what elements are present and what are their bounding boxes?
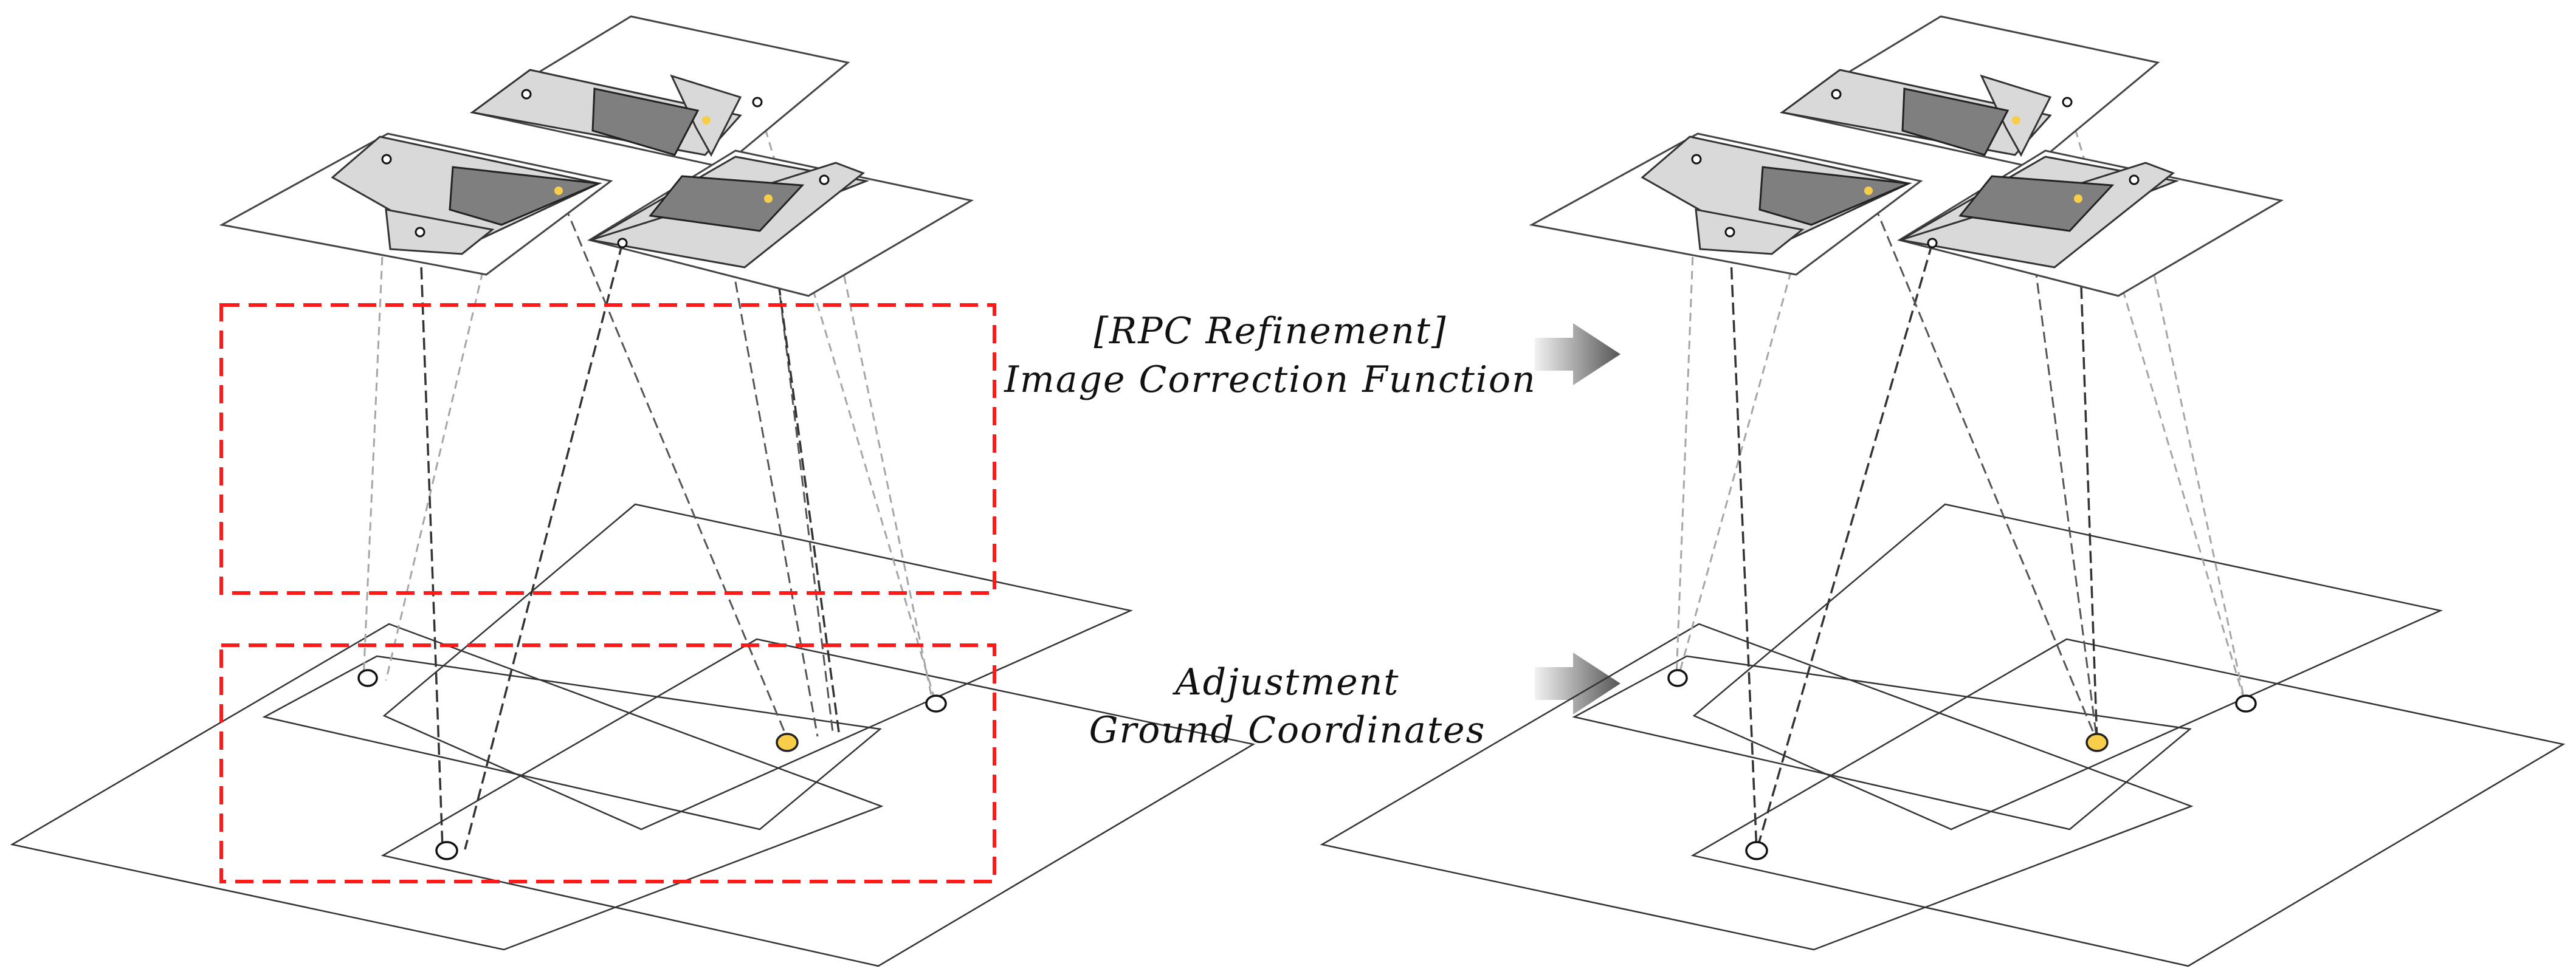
image-correction-function-label: Image Correction Function — [1004, 358, 1537, 401]
ground-coordinates-label: Ground Coordinates — [1089, 709, 1486, 752]
projection-rays-left — [362, 101, 936, 850]
right-panel — [1321, 15, 2564, 967]
rpc-refinement-label: [RPC Refinement] — [1094, 310, 1447, 352]
ground-point — [1667, 669, 1688, 687]
center-labels: [RPC Refinement] Image Correction Functi… — [1004, 310, 1620, 752]
ground-point — [435, 841, 458, 860]
ground-planes-left — [11, 503, 1255, 967]
image-correction-highlight-box — [219, 303, 996, 595]
image-stack-right — [1531, 15, 2282, 297]
adjustment-label: Adjustment — [1172, 661, 1399, 704]
ground-adjustment-highlight-box — [219, 643, 996, 883]
ground-point — [2235, 694, 2257, 713]
right-arrow-icon — [1535, 323, 1620, 385]
ground-point — [925, 694, 947, 713]
image-stack-left — [221, 15, 973, 297]
tie-point — [776, 733, 799, 752]
ground-point — [1745, 841, 1768, 860]
ground-planes-right — [1321, 503, 2564, 967]
tie-point — [2085, 733, 2109, 752]
left-panel — [11, 15, 1255, 967]
ground-point — [357, 669, 378, 687]
right-arrow-icon — [1535, 653, 1620, 714]
